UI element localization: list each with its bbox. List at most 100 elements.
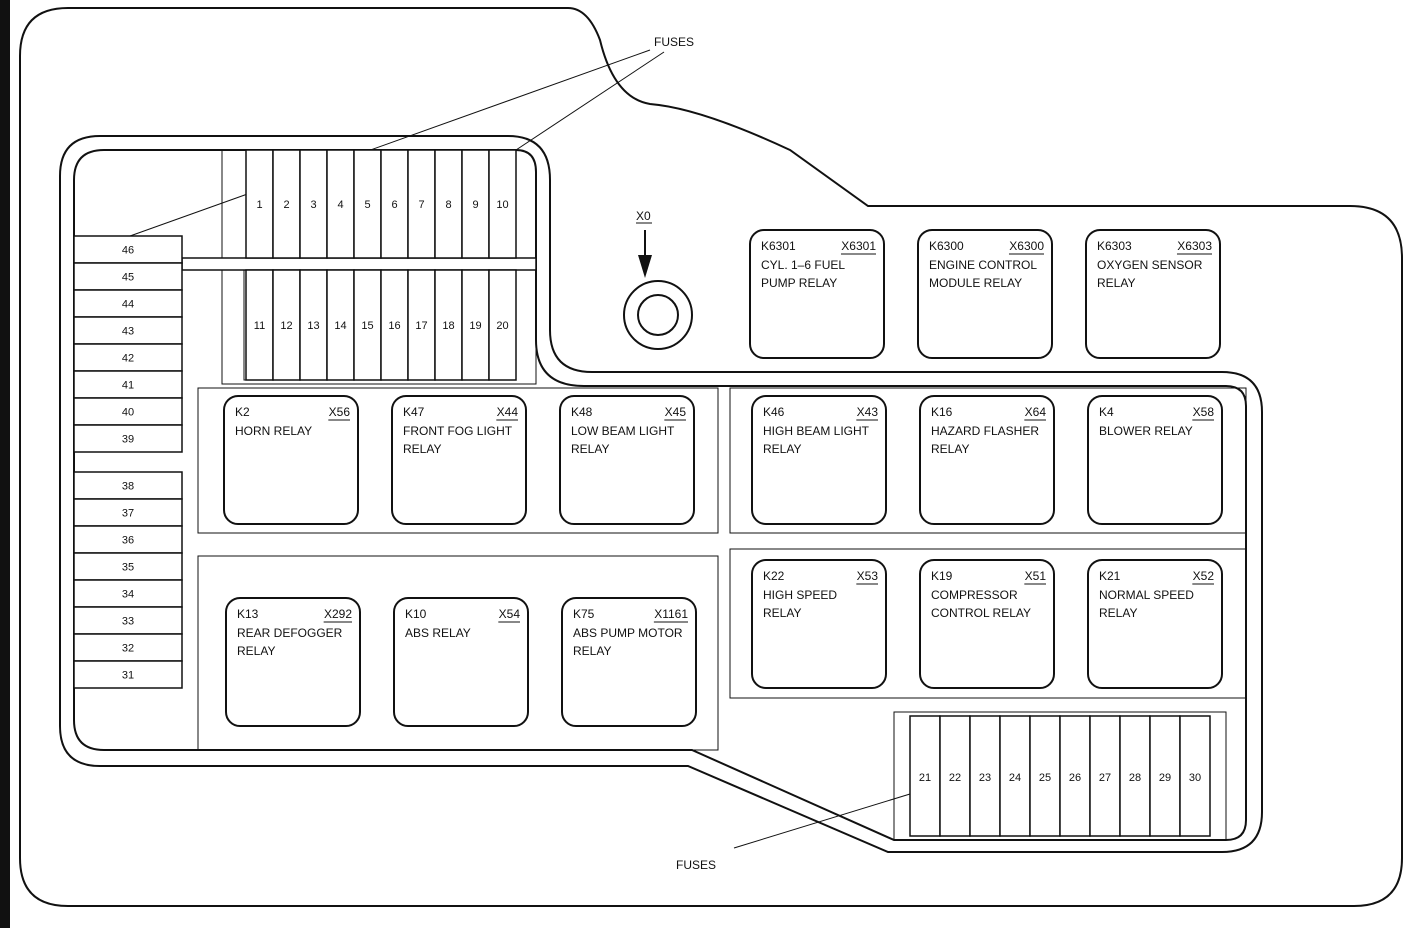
leader-fuses-top-1 xyxy=(129,49,651,237)
fuse-number: 7 xyxy=(418,199,424,211)
relay-id: K10 xyxy=(405,607,427,621)
fuse-slot xyxy=(73,525,183,554)
fuse-24[interactable]: 24 xyxy=(999,715,1031,837)
fuse-33[interactable]: 33 xyxy=(73,606,183,635)
fuse-42[interactable]: 42 xyxy=(73,343,183,372)
fuse-41[interactable]: 41 xyxy=(73,370,183,399)
housing-outline xyxy=(19,7,1403,907)
relay-socket xyxy=(559,395,695,525)
fuse-slot xyxy=(299,149,328,259)
fuse-5[interactable]: 5 xyxy=(353,149,382,259)
fuse-slot xyxy=(353,149,382,259)
leader-fuses-top-2 xyxy=(515,51,665,151)
fuse-slot xyxy=(461,269,490,381)
fuse-17[interactable]: 17 xyxy=(407,269,436,381)
fuse-13[interactable]: 13 xyxy=(299,269,328,381)
fuse-slot xyxy=(380,149,409,259)
fuse-slot xyxy=(1059,715,1091,837)
fuse-2[interactable]: 2 xyxy=(272,149,301,259)
fuse-34[interactable]: 34 xyxy=(73,579,183,608)
fuse-39[interactable]: 39 xyxy=(73,424,183,453)
relay-section-frame-4 xyxy=(729,548,1247,699)
fuse-40[interactable]: 40 xyxy=(73,397,183,426)
fuse-number: 30 xyxy=(1189,772,1201,784)
fuse-7[interactable]: 7 xyxy=(407,149,436,259)
relay-connector: X45 xyxy=(665,405,687,419)
fuse-6[interactable]: 6 xyxy=(380,149,409,259)
relay-description-line2: MODULE RELAY xyxy=(929,276,1022,290)
fuse-15[interactable]: 15 xyxy=(353,269,382,381)
fuse-36[interactable]: 36 xyxy=(73,525,183,554)
relay-connector: X64 xyxy=(1025,405,1047,419)
fuse-21[interactable]: 21 xyxy=(909,715,941,837)
fuse-4[interactable]: 4 xyxy=(326,149,355,259)
relay-id: K4 xyxy=(1099,405,1114,419)
fuse-10[interactable]: 10 xyxy=(488,149,517,259)
fuse-11[interactable]: 11 xyxy=(245,269,274,381)
fuse-number: 23 xyxy=(979,772,991,784)
fuse-23[interactable]: 23 xyxy=(969,715,1001,837)
relay-section-frame-3 xyxy=(197,555,719,751)
fuse-slot xyxy=(73,424,183,453)
fuse-20[interactable]: 20 xyxy=(488,269,517,381)
fuse-3[interactable]: 3 xyxy=(299,149,328,259)
fuse-slot xyxy=(73,235,183,264)
fuse-26[interactable]: 26 xyxy=(1059,715,1091,837)
relay-description-line2: RELAY xyxy=(573,644,611,658)
relay-socket xyxy=(561,597,697,727)
fuse-22[interactable]: 22 xyxy=(939,715,971,837)
fuse-slot xyxy=(272,149,301,259)
fuse-27[interactable]: 27 xyxy=(1089,715,1121,837)
fuse-25[interactable]: 25 xyxy=(1029,715,1061,837)
fuse-number: 9 xyxy=(472,199,478,211)
fuse-number: 44 xyxy=(122,299,134,311)
fuse-slot xyxy=(1029,715,1061,837)
fuse-45[interactable]: 45 xyxy=(73,262,183,291)
fuse-1[interactable]: 1 xyxy=(245,149,274,259)
fuse-19[interactable]: 19 xyxy=(461,269,490,381)
fuse-28[interactable]: 28 xyxy=(1119,715,1151,837)
relay-id: K46 xyxy=(763,405,785,419)
fuse-number: 27 xyxy=(1099,772,1111,784)
relay-socket xyxy=(223,395,359,525)
fuse-8[interactable]: 8 xyxy=(434,149,463,259)
relay-connector: X1161 xyxy=(654,607,688,621)
fuse-31[interactable]: 31 xyxy=(73,660,183,689)
fuse-9[interactable]: 9 xyxy=(461,149,490,259)
fuse-37[interactable]: 37 xyxy=(73,498,183,527)
fuse-38[interactable]: 38 xyxy=(73,471,183,500)
fuse-14[interactable]: 14 xyxy=(326,269,355,381)
relay-connector: X44 xyxy=(497,405,519,419)
fuse-18[interactable]: 18 xyxy=(434,269,463,381)
fuse-30[interactable]: 30 xyxy=(1179,715,1211,837)
relay-description-line2: RELAY xyxy=(763,606,801,620)
fuse-number: 45 xyxy=(122,272,134,284)
fuse-slot xyxy=(407,269,436,381)
fuse-44[interactable]: 44 xyxy=(73,289,183,318)
fuse-16[interactable]: 16 xyxy=(380,269,409,381)
fuse-46[interactable]: 46 xyxy=(73,235,183,264)
fuse-35[interactable]: 35 xyxy=(73,552,183,581)
fuse-43[interactable]: 43 xyxy=(73,316,183,345)
fuse-number: 3 xyxy=(310,199,316,211)
fuse-slot xyxy=(1179,715,1211,837)
relay-id: K13 xyxy=(237,607,259,621)
fuse-12[interactable]: 12 xyxy=(272,269,301,381)
fuse-32[interactable]: 32 xyxy=(73,633,183,662)
fuse-29[interactable]: 29 xyxy=(1149,715,1181,837)
